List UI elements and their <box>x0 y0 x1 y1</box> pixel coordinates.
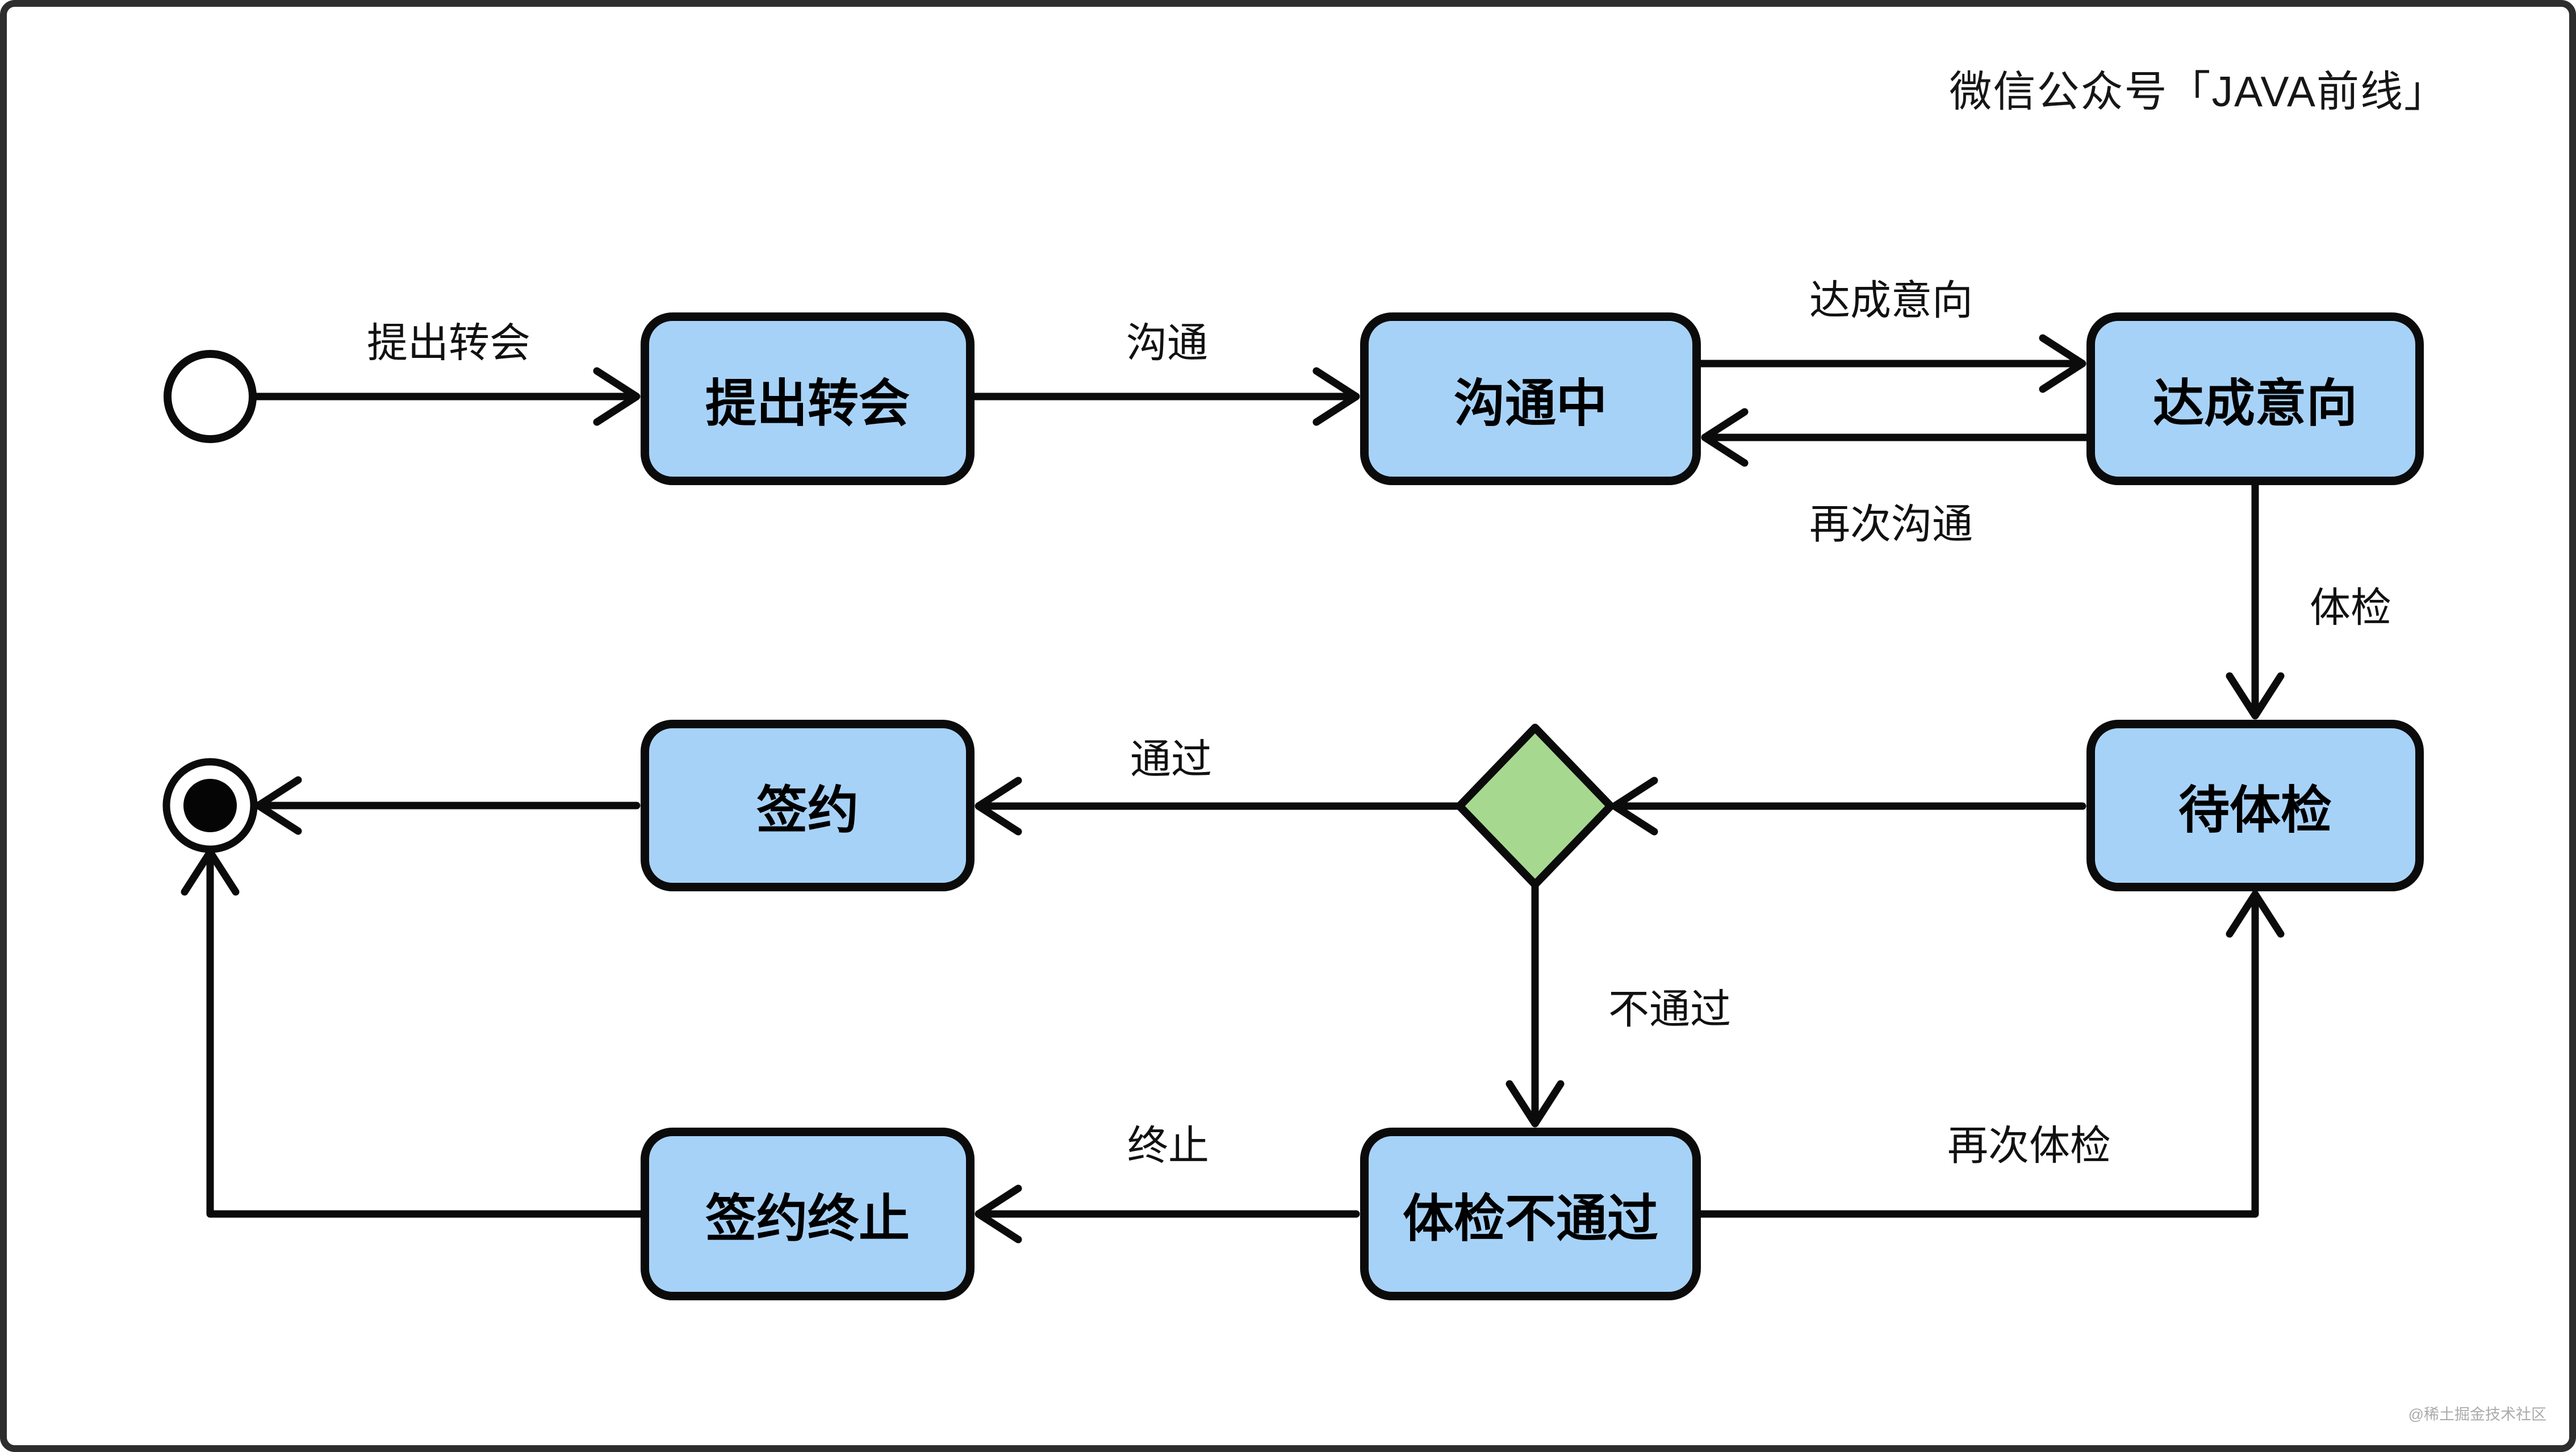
decision-diamond <box>1456 724 1615 888</box>
state-label: 提出转会 <box>705 375 910 432</box>
state-label: 签约 <box>756 782 859 839</box>
state-propose-transfer: 提出转会 <box>641 312 975 485</box>
state-communicating: 沟通中 <box>1360 312 1701 485</box>
edge-label-fail: 不通过 <box>1608 987 1732 1033</box>
arrowhead-start-propose <box>593 367 641 426</box>
state-contract-terminated: 签约终止 <box>641 1128 975 1300</box>
page-title: 微信公众号「JAVA前线」 <box>1949 68 2448 115</box>
edge-terminated-end <box>206 852 645 1218</box>
arrowhead-decision-sign <box>975 777 1022 836</box>
edge-label-physical-exam: 体检 <box>2309 585 2392 631</box>
state-label: 达成意向 <box>2153 375 2357 432</box>
state-label: 待体检 <box>2178 782 2332 839</box>
edge-label-communicate: 沟通 <box>1126 320 1208 366</box>
state-label: 签约终止 <box>705 1191 910 1247</box>
final-state-inner-dot <box>183 779 237 832</box>
arrowhead-examfailed-terminated <box>975 1184 1022 1244</box>
arrowhead-decision-examfailed <box>1506 1080 1565 1128</box>
state-exam-failed: 体检不通过 <box>1360 1128 1701 1300</box>
arrowhead-agreed-communicate <box>1701 408 1749 467</box>
edge-label-terminate: 终止 <box>1127 1123 1210 1169</box>
edge-label-exam-again: 再次体检 <box>1947 1123 2111 1169</box>
edge-examfailed-awaitexam <box>1697 894 2259 1218</box>
state-awaiting-physical-exam: 待体检 <box>2086 720 2424 891</box>
watermark-text: @稀土掘金技术社区 <box>2408 1406 2546 1423</box>
arrowhead-agreed-awaitexam <box>2226 672 2285 720</box>
state-intention-reached: 达成意向 <box>2086 312 2424 485</box>
state-label: 沟通中 <box>1454 375 1607 432</box>
state-sign-contract: 签约 <box>641 720 975 891</box>
edge-label-communicate-again: 再次沟通 <box>1809 502 1973 548</box>
arrowhead-communicate-agreed <box>2039 334 2086 393</box>
arrowhead-sign-end <box>254 776 302 835</box>
edge-label-propose-transfer: 提出转会 <box>366 320 531 366</box>
initial-state-circle <box>164 350 257 443</box>
state-label: 体检不通过 <box>1403 1191 1658 1247</box>
arrowhead-propose-communicate <box>1312 367 1360 426</box>
edge-label-reach-intention: 达成意向 <box>1809 278 1973 324</box>
arrowhead-examfailed-awaitexam <box>2226 890 2285 938</box>
edge-label-pass: 通过 <box>1130 737 1212 783</box>
